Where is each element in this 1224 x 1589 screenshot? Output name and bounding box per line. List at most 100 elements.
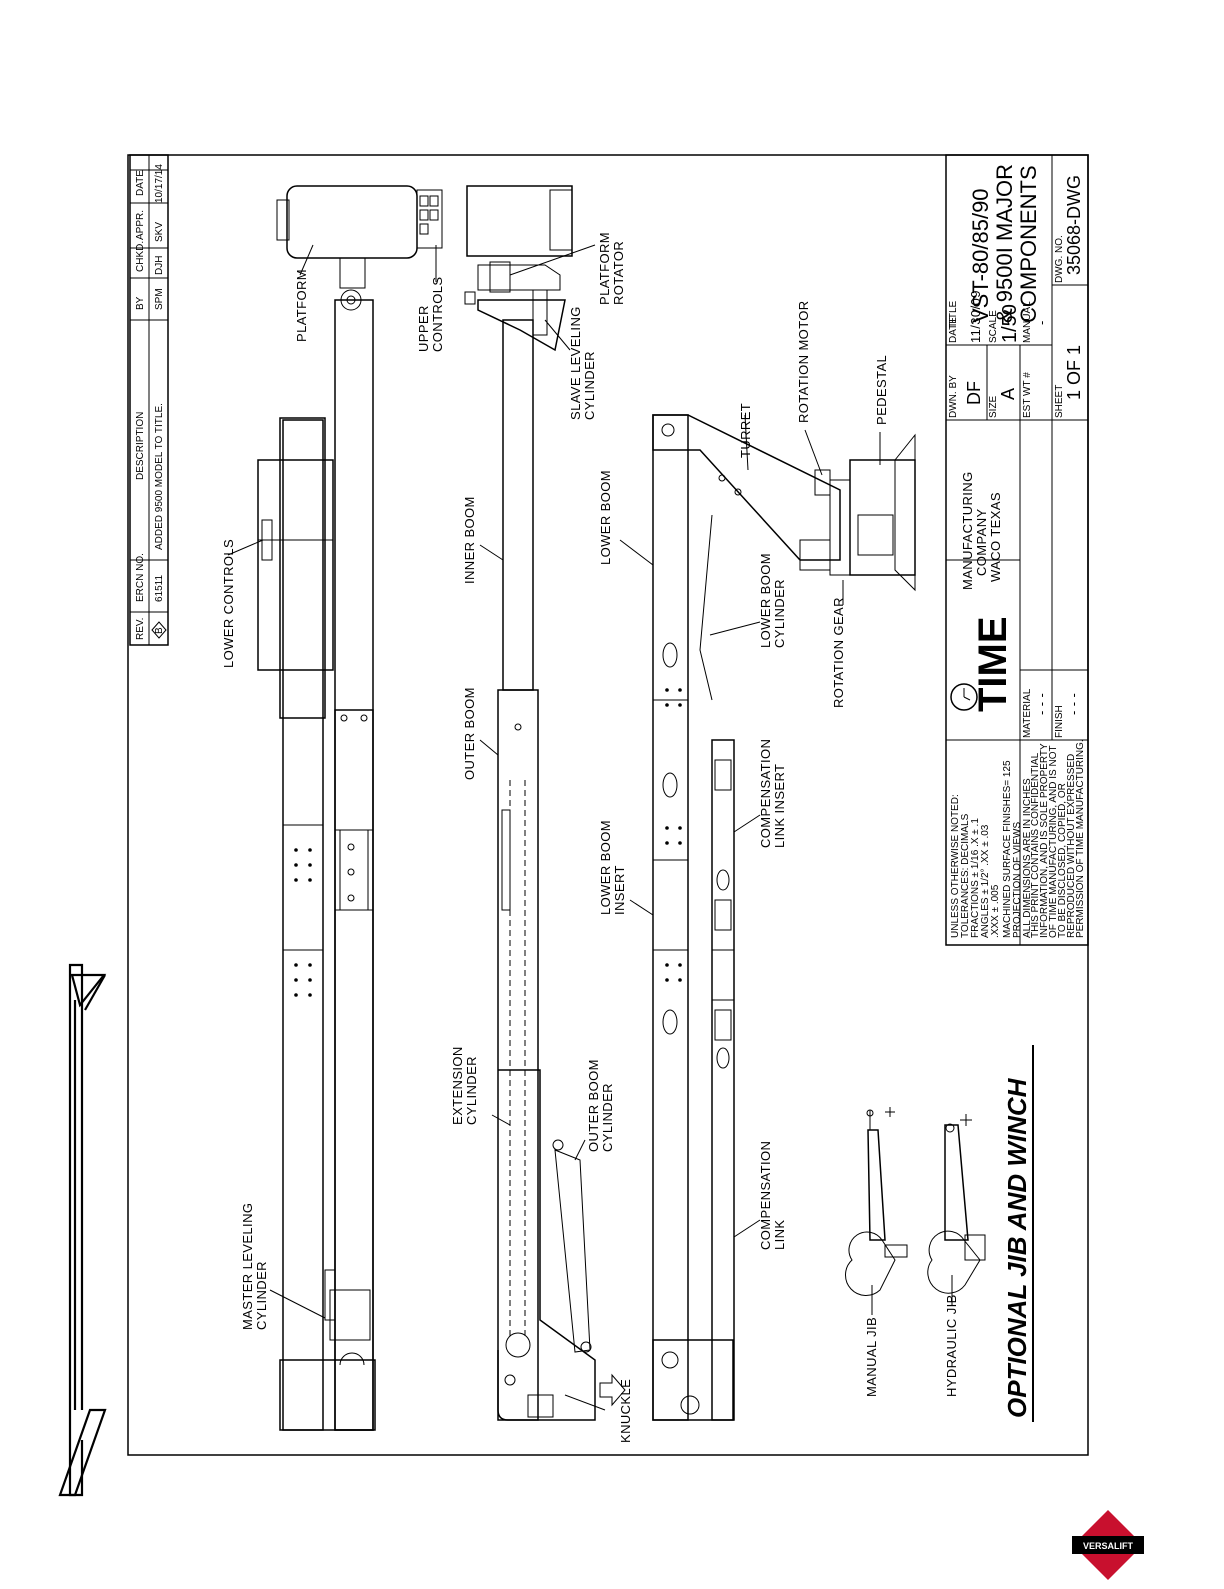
svg-text:1 OF 1: 1 OF 1 [1064,345,1084,400]
label-lower-boom-insert: LOWER BOOM INSERT [598,820,627,915]
label-hydraulic-jib: HYDRAULIC JIB [944,1294,959,1397]
svg-text:& 9500I MAJOR: & 9500I MAJOR [992,164,1017,323]
drawing-title: VST-80/85/90 & 9500I MAJOR COMPONENTS [968,164,1041,323]
rev-row-by: SPM [154,288,165,310]
svg-text:PLATFORM: PLATFORM [294,269,309,342]
scale-value: 1/50 [999,304,1021,343]
svg-text:TITLE: TITLE [948,300,959,328]
svg-text:CYLINDER: CYLINDER [254,1261,269,1330]
rev-header-by: BY [135,296,146,310]
svg-text:THIS PRINT CONTAINS CONFIDENTI: THIS PRINT CONTAINS CONFIDENTIAL [1030,752,1041,938]
rev-row-ercn: 61511 [154,574,165,602]
svg-text:OF TIME MANUFACTURING, AND IS: OF TIME MANUFACTURING, AND IS NOT [1048,745,1059,938]
material-label: MATERIAL [1022,688,1033,738]
svg-text:ANGLES ± 1/2° .XX ± .0: ANGLES ± 1/2° .XX ± .03 [980,824,991,938]
svg-text:OPTIONAL JIB AND WINCH: OPTIONAL JIB AND WINCH [1002,1077,1032,1418]
svg-text:PLATFORM: PLATFORM [597,232,612,305]
tolerance-notes: UNLESS OTHERWISE NOTED: TOLERANCES: DECI… [950,760,1033,938]
svg-text:SHEET: SHEET [1054,385,1065,418]
svg-text:OUTER BOOM: OUTER BOOM [462,687,477,780]
size-label: SIZE [988,395,999,418]
finish-label: FINISH [1054,705,1065,738]
label-compensation-link: COMPENSATION LINK [758,1141,787,1250]
label-master-leveling-cylinder: MASTER LEVELING CYLINDER [240,1203,269,1330]
rev-row-appr: SKV [154,222,165,242]
title-label: TITLE [948,300,959,328]
svg-text:FINISH: FINISH [1054,705,1065,738]
svg-text:MASTER LEVELING: MASTER LEVELING [240,1203,255,1330]
svg-text:HYDRAULIC JIB: HYDRAULIC JIB [944,1294,959,1397]
svg-text:INSERT: INSERT [612,865,627,915]
title-block [945,154,1089,946]
company-name: MANUFACTURING COMPANY WACO TEXAS [960,471,1003,590]
svg-text:-: - [1034,320,1049,325]
svg-text:TIME: TIME [971,616,1015,712]
svg-text:MACHINED SURFACE FINISHES= 125: MACHINED SURFACE FINISHES= 125 [1002,760,1013,938]
svg-text:REPRODUCED WITHOUT EXPRESSED: REPRODUCED WITHOUT EXPRESSED [1066,754,1077,938]
svg-text:35068-DWG: 35068-DWG [1064,175,1084,275]
svg-text:VERSALIFT: VERSALIFT [1083,1541,1134,1551]
svg-text:MANUAL: MANUAL [1022,301,1033,343]
drawing-border [127,154,1089,1456]
svg-text:MANUAL JIB: MANUAL JIB [864,1317,879,1397]
dwg-no-label: DWG. NO. [1054,235,1065,283]
svg-text:ROTATION MOTOR: ROTATION MOTOR [796,300,811,423]
svg-text:COMPANY: COMPANY [974,508,989,576]
rev-row-rev: B [154,627,165,634]
rev-header-description: DESCRIPTION [135,412,146,480]
svg-text:- - -: - - - [1034,693,1049,715]
svg-text:COMPENSATION: COMPENSATION [758,1141,773,1250]
manual-label: MANUAL [1022,301,1033,343]
edge-stripes [58,963,107,1497]
date-label: DATE [948,317,959,343]
svg-text:DWG. NO.: DWG. NO. [1054,235,1065,283]
rev-header-rev: REV. [135,618,146,640]
svg-text:DATE: DATE [948,317,959,343]
date-value: 11/30/09 [968,290,983,343]
svg-text:SLAVE LEVELING: SLAVE LEVELING [568,306,583,420]
svg-text:LOWER BOOM: LOWER BOOM [758,553,773,648]
svg-text:TO BE DISCLOSED, COPIED, OR: TO BE DISCLOSED, COPIED, OR [1057,783,1068,938]
svg-text:EXTENSION: EXTENSION [450,1046,465,1125]
svg-text:CYLINDER: CYLINDER [464,1056,479,1125]
boom-assembly-extended [464,185,596,1421]
svg-text:CYLINDER: CYLINDER [600,1083,615,1152]
size-value: A [998,388,1018,400]
svg-text:KNUCKLE: KNUCKLE [618,1379,633,1443]
dwg-no-value: 35068-DWG [1064,175,1084,275]
svg-text:1/50: 1/50 [999,304,1021,343]
label-outer-boom: OUTER BOOM [462,687,477,780]
rev-row-description: ADDED 9500 MODEL TO TITLE. [154,403,165,550]
svg-text:VST-80/85/90: VST-80/85/90 [968,188,993,323]
label-lower-boom-cylinder: LOWER BOOM CYLINDER [758,553,787,648]
svg-text:CYLINDER: CYLINDER [772,579,787,648]
svg-text:OUTER BOOM: OUTER BOOM [586,1059,601,1152]
svg-text:11/30/09: 11/30/09 [968,290,983,343]
svg-text:LINK INSERT: LINK INSERT [772,764,787,848]
manual-value: - [1034,320,1049,325]
label-outer-boom-cylinder: OUTER BOOM CYLINDER [586,1059,615,1152]
svg-text:MATERIAL: MATERIAL [1022,688,1033,738]
revision-block: REV. ERCN NO. DESCRIPTION BY CHKD. APPR.… [129,154,169,646]
rev-header-appr: APPR. [135,210,146,240]
label-lower-boom: LOWER BOOM [598,470,613,565]
svg-text:UNLESS OTHERWISE NOTED:: UNLESS OTHERWISE NOTED: [950,794,961,938]
rev-triangle-icon [151,621,167,639]
label-compensation-link-insert: COMPENSATION LINK INSERT [758,739,787,848]
svg-text:LINK: LINK [772,1219,787,1250]
svg-text:CONTROLS: CONTROLS [430,277,445,352]
label-slave-leveling-cylinder: SLAVE LEVELING CYLINDER [568,306,597,420]
knuckle-arrow-icon [599,1373,626,1407]
svg-text:PROJECTION OF VIEWS: PROJECTION OF VIEWS [1012,822,1023,938]
svg-text:TOLERANCES: DECIMALS: TOLERANCES: DECIMALS [960,813,971,938]
label-inner-boom: INNER BOOM [462,496,477,584]
svg-text:LOWER CONTROLS: LOWER CONTROLS [221,539,236,668]
time-logo: TIME [950,616,1015,712]
svg-text:ROTATOR: ROTATOR [611,241,626,305]
manual-jib-drawing [845,1107,908,1296]
sheet-label: SHEET [1054,385,1065,418]
svg-text:FRACTIONS ± 1/16 .X ± .1: FRACTIONS ± 1/16 .X ± .1 [970,818,981,938]
svg-text:PEDESTAL: PEDESTAL [874,355,889,425]
svg-text:CYLINDER: CYLINDER [582,351,597,420]
